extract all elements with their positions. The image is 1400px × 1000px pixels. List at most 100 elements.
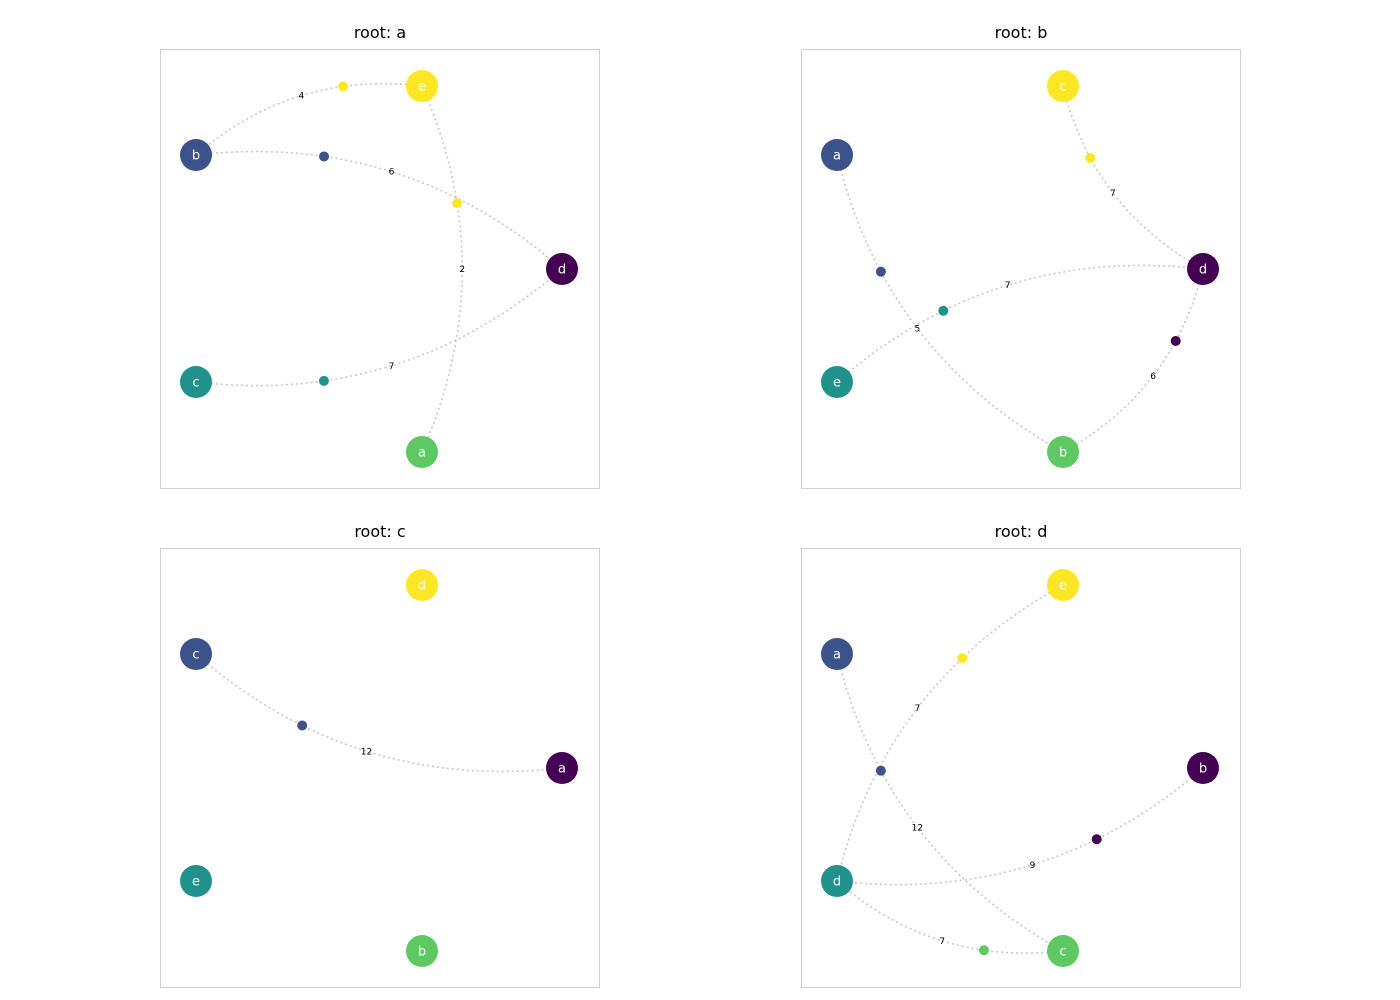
node-label: e <box>418 80 426 95</box>
edge-endpoint-dot <box>938 305 949 316</box>
edge-line <box>836 584 1064 882</box>
edge-line <box>195 653 563 773</box>
node-label: d <box>558 263 566 278</box>
edge-weight-label: 6 <box>389 168 395 178</box>
edge-dots-layer: 12 <box>297 720 372 757</box>
panel-frame <box>160 548 600 988</box>
graph-node: b <box>406 935 438 967</box>
node-circle <box>180 139 212 171</box>
edge-endpoint-dot <box>319 151 330 162</box>
node-label: b <box>1059 446 1067 461</box>
panel-title: root: a <box>353 23 407 42</box>
edge-endpoint-dot <box>452 198 463 209</box>
node-label: d <box>418 579 426 594</box>
edge-line <box>195 82 423 156</box>
node-circle <box>180 865 212 897</box>
node-circle <box>821 139 853 171</box>
graph-node: c <box>180 638 212 670</box>
node-circle <box>1047 436 1079 468</box>
node-circle <box>1187 752 1219 784</box>
edge-endpoint-dot <box>875 765 886 776</box>
node-circle <box>1047 569 1079 601</box>
node-label: a <box>418 446 426 461</box>
edge-dots-layer: 7 9 12 7 <box>875 653 1102 956</box>
edge-weight-label: 6 <box>1150 372 1156 382</box>
node-circle <box>406 569 438 601</box>
edge-line <box>836 264 1204 383</box>
graph-node: c <box>1047 935 1079 967</box>
graph-node: a <box>821 139 853 171</box>
edge-endpoint-dot <box>318 375 329 386</box>
node-label: b <box>192 149 200 164</box>
edge-line <box>836 767 1204 886</box>
graph-node: e <box>180 865 212 897</box>
panel-frame <box>801 49 1241 489</box>
node-circle <box>1187 253 1219 285</box>
edge-weight-label: 7 <box>939 937 945 947</box>
graph-node: d <box>546 253 578 285</box>
node-label: c <box>192 376 199 391</box>
graph-node: e <box>821 366 853 398</box>
edge-line <box>195 268 563 387</box>
node-label: c <box>1059 80 1066 95</box>
edge-line <box>195 150 563 270</box>
graph-node: b <box>180 139 212 171</box>
edge-line <box>836 653 1064 952</box>
panel-title: root: c <box>354 522 406 541</box>
node-label: b <box>418 945 426 960</box>
node-label: a <box>558 762 566 777</box>
panel-frame <box>160 49 600 489</box>
node-label: e <box>833 376 841 391</box>
panel-title: root: d <box>994 522 1048 541</box>
node-label: a <box>833 648 841 663</box>
edge-endpoint-dot <box>1170 335 1181 346</box>
node-label: e <box>1059 579 1067 594</box>
edges-layer <box>836 85 1204 453</box>
node-label: a <box>833 149 841 164</box>
panel-frame <box>801 548 1241 988</box>
node-circle <box>406 70 438 102</box>
node-circle <box>180 366 212 398</box>
edge-line <box>836 154 1064 453</box>
edge-weight-label: 12 <box>912 823 923 833</box>
nodes-layer: d c a e b <box>821 70 1219 468</box>
edge-line <box>1062 85 1204 270</box>
nodes-layer: b e a d c <box>821 569 1219 967</box>
edge-line <box>421 85 464 453</box>
node-circle <box>1047 70 1079 102</box>
graph-node: b <box>1047 436 1079 468</box>
graph-canvas: 7 9 12 7 b e a d c <box>821 569 1219 967</box>
graph-node: a <box>406 436 438 468</box>
edge-weight-label: 2 <box>459 265 465 275</box>
graph-node: d <box>1187 253 1219 285</box>
node-circle <box>821 638 853 670</box>
node-circle <box>180 638 212 670</box>
edge-endpoint-dot <box>1085 152 1096 163</box>
edges-layer <box>836 584 1204 954</box>
graph-node: c <box>1047 70 1079 102</box>
node-circle <box>406 935 438 967</box>
graph-node: e <box>1047 569 1079 601</box>
edge-endpoint-dot <box>875 266 886 277</box>
node-label: d <box>1199 263 1207 278</box>
edge-weight-label: 9 <box>1030 861 1036 871</box>
node-label: b <box>1199 762 1207 777</box>
edge-endpoint-dot <box>297 720 308 731</box>
node-circle <box>546 253 578 285</box>
nodes-layer: d e b c a <box>180 70 578 468</box>
edge-endpoint-dot <box>338 81 349 92</box>
nodes-layer: a d c e b <box>180 569 578 967</box>
edges-layer <box>195 82 563 453</box>
edge-endpoint-dot <box>957 653 968 664</box>
node-label: c <box>1059 945 1066 960</box>
edge-weight-label: 12 <box>361 747 372 757</box>
node-circle <box>821 366 853 398</box>
graph-node: d <box>821 865 853 897</box>
graph-node: d <box>406 569 438 601</box>
edges-layer <box>195 653 563 773</box>
edge-weight-label: 5 <box>914 324 920 334</box>
edge-weight-label: 7 <box>915 704 921 714</box>
